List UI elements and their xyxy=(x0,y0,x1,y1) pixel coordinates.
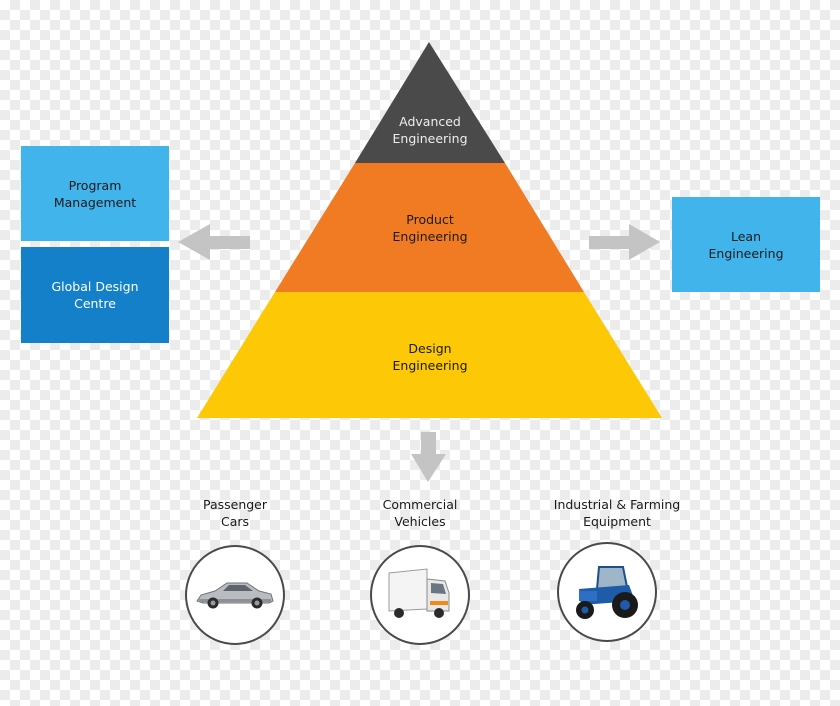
pyramid-top-advanced-engineering xyxy=(355,42,505,163)
program-management-box: Program Management xyxy=(21,146,169,241)
commercial-vehicles-label: Commercial Vehicles xyxy=(382,497,458,529)
global-design-centre-label: Global Design Centre xyxy=(51,279,139,311)
car-icon xyxy=(196,582,274,609)
right-arrow-icon xyxy=(589,224,660,260)
tractor-icon xyxy=(576,566,638,619)
passenger-cars-label: Passenger Cars xyxy=(202,497,268,529)
lean-engineering-label: Lean Engineering xyxy=(708,228,784,261)
truck-icon xyxy=(388,568,450,618)
advanced-engineering-label: Advanced Engineering xyxy=(392,114,468,146)
pyramid-middle-product-engineering xyxy=(275,163,584,292)
industrial-farming-equipment-circle xyxy=(557,542,657,642)
commercial-vehicles-circle xyxy=(370,545,470,645)
pyramid-bottom-design-engineering xyxy=(197,292,662,418)
lean-engineering-box: Lean Engineering xyxy=(672,197,820,292)
left-arrow-icon xyxy=(178,224,250,260)
passenger-cars-circle xyxy=(185,545,285,645)
design-engineering-label: Design Engineering xyxy=(392,341,468,373)
industrial-farming-equipment-label: Industrial & Farming Equipment xyxy=(553,497,681,529)
program-management-label: Program Management xyxy=(53,177,137,210)
down-arrow-icon xyxy=(411,432,446,482)
global-design-centre-box: Global Design Centre xyxy=(21,247,169,343)
product-engineering-label: Product Engineering xyxy=(392,212,468,244)
